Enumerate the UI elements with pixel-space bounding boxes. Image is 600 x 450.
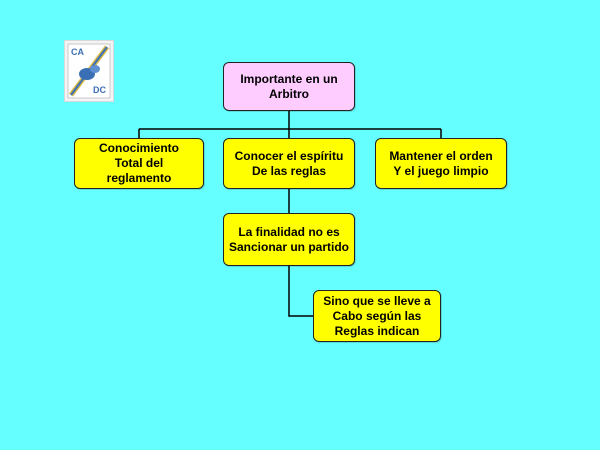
edge-purpose-application [288,266,313,317]
node-order: Mantener el orden Y el juego limpio [375,138,507,189]
soccer-ball-emblem-icon [67,43,111,99]
node-knowledge: Conocimiento Total del reglamento [74,138,204,189]
node-purpose: La finalidad no es Sancionar un partido [223,213,355,266]
node-root: Importante en un Arbitro [223,62,355,111]
logo-text-top: CA [71,47,84,57]
node-spirit: Conocer el espíritu De las reglas [223,138,355,189]
node-application: Sino que se lleve a Cabo según las Regla… [313,290,441,342]
club-logo: CA DC [64,40,114,102]
logo-text-bottom: DC [93,85,106,95]
